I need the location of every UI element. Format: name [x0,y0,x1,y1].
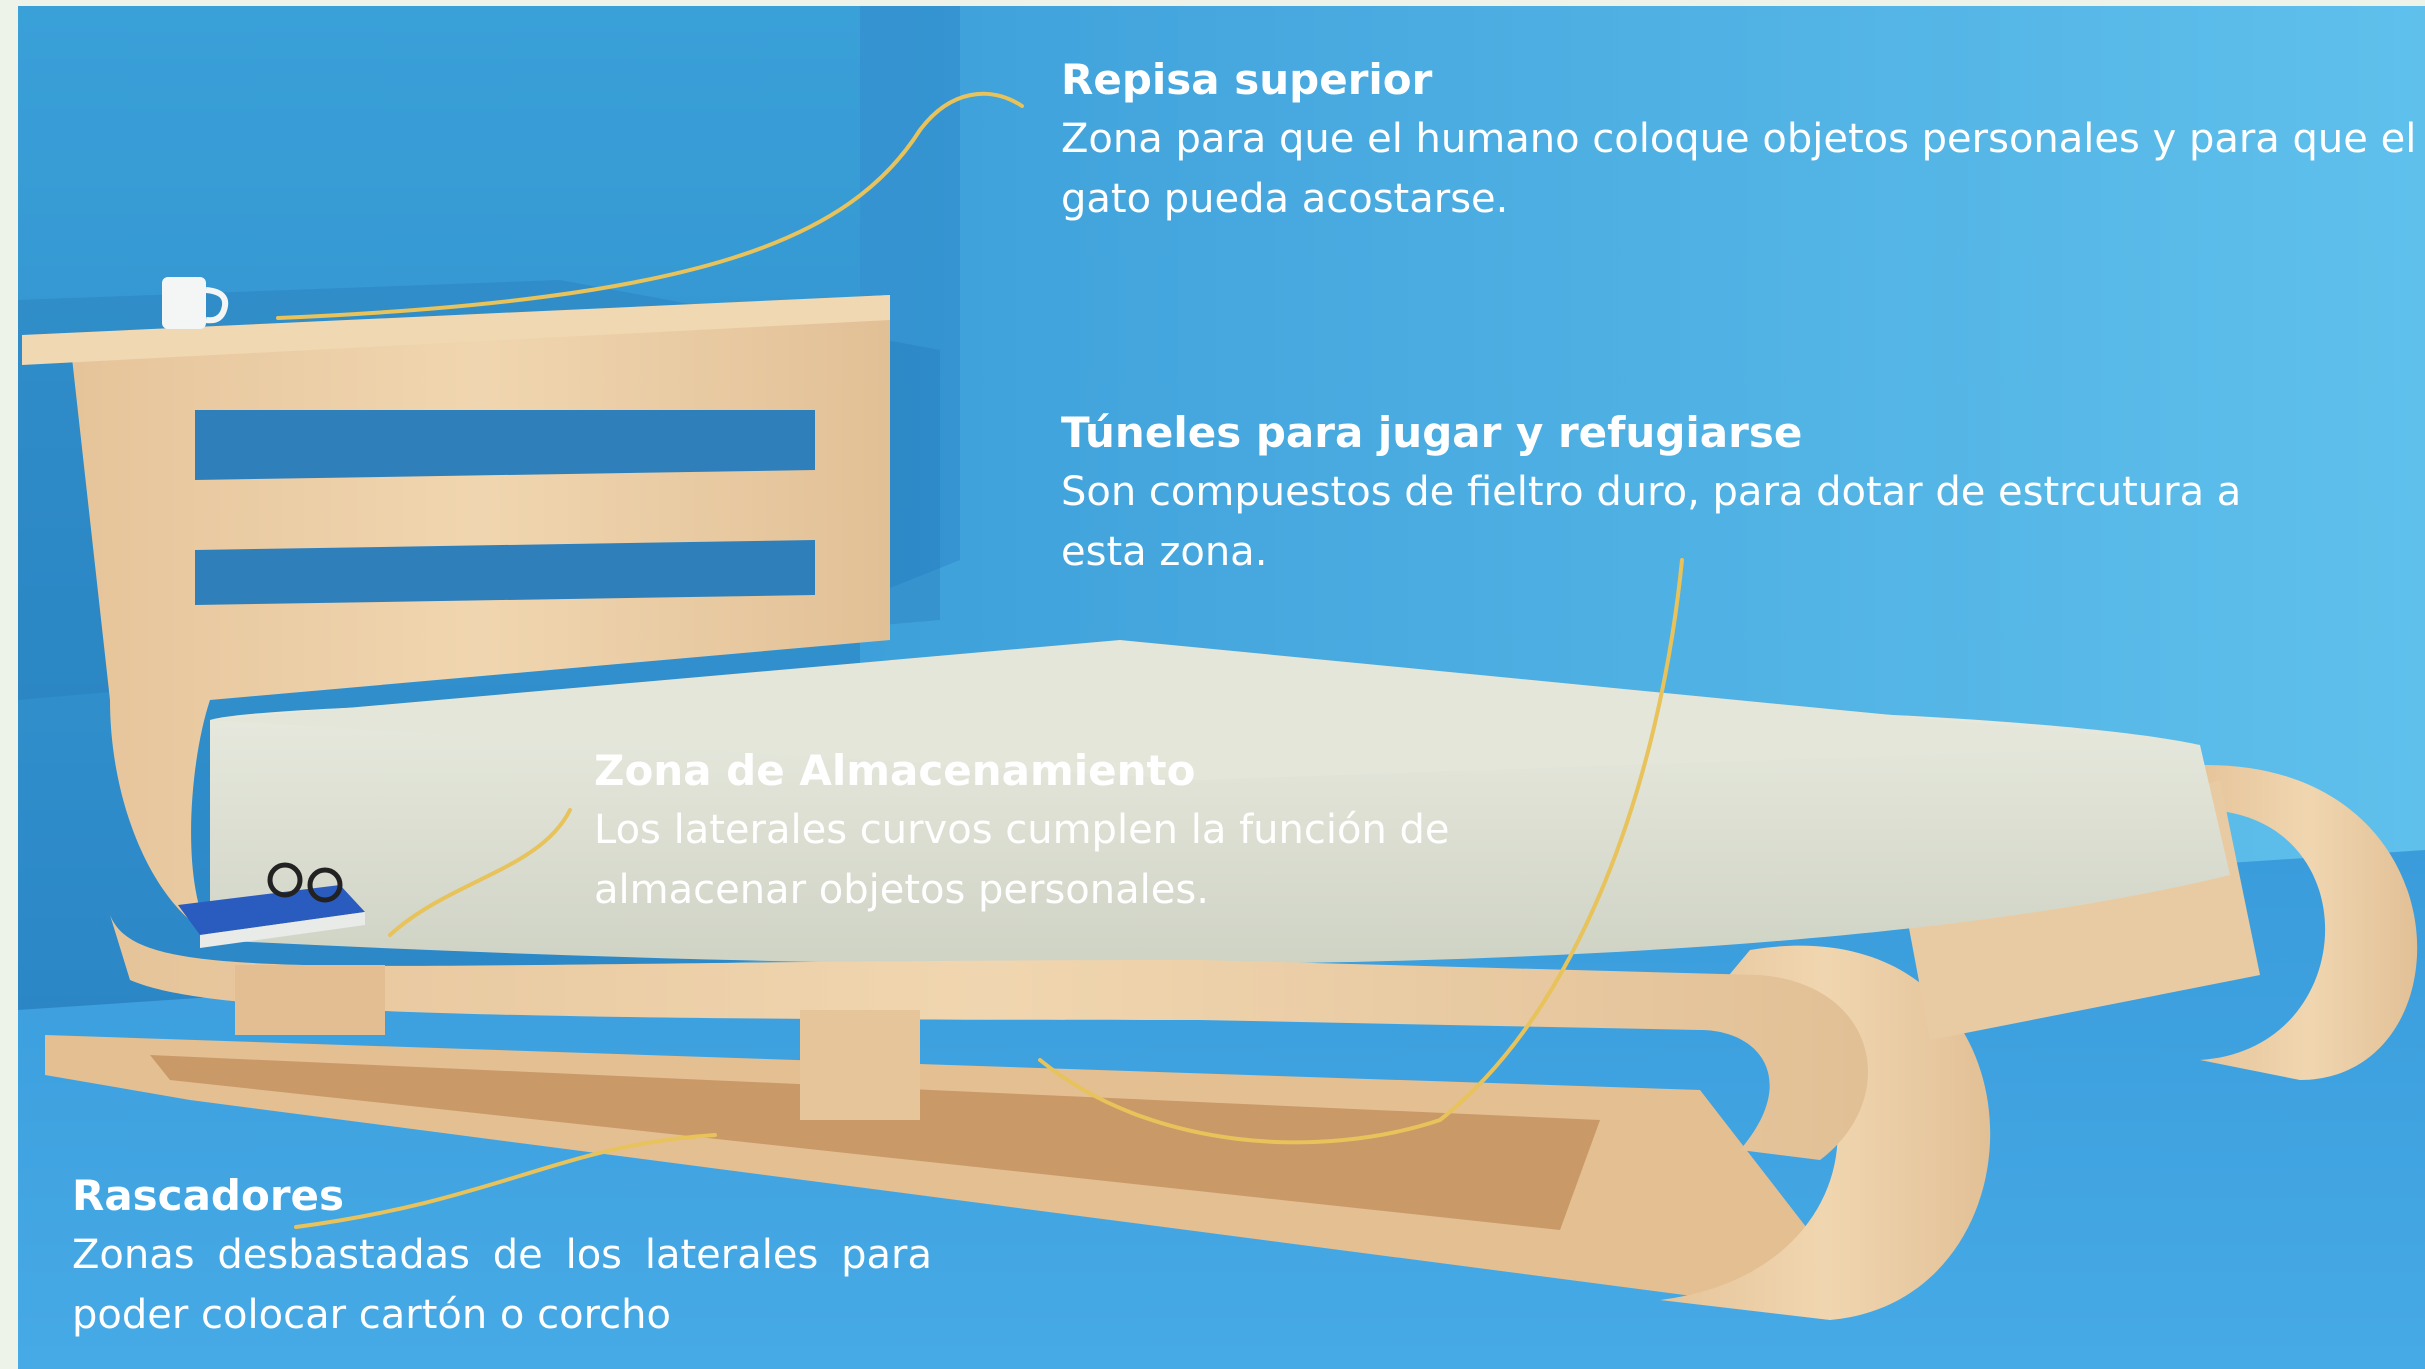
callout-tuneles: Túneles para jugar y refugiarse Son comp… [1061,404,2261,582]
callout-title: Zona de Almacenamiento [594,746,1196,795]
callout-text: Zonas desbastadas de los laterales para … [72,1232,932,1338]
callout-title: Túneles para jugar y refugiarse [1061,408,1803,457]
callout-title: Repisa superior [1061,55,1433,104]
callout-leader-lines [276,91,1684,1229]
callout-zona-almacenamiento: Zona de Almacenamiento Los laterales cur… [594,742,1454,920]
leader-line-rascadores [294,1133,717,1229]
callout-rascadores: Rascadores Zonas desbastadas de los late… [72,1167,932,1345]
bed-illustration [22,277,2418,1320]
leader-line-repisa [276,91,1024,320]
leader-line-tuneles [1038,558,1684,1145]
callout-text: Zona para que el humano coloque objetos … [1061,116,2417,222]
callout-title: Rascadores [72,1171,345,1220]
leader-line-almacenamiento [388,808,572,937]
callout-text: Son compuestos de fieltro duro, para dot… [1061,469,2242,575]
callout-repisa-superior: Repisa superior Zona para que el humano … [1061,51,2425,229]
callout-text: Los laterales curvos cumplen la función … [594,807,1450,913]
